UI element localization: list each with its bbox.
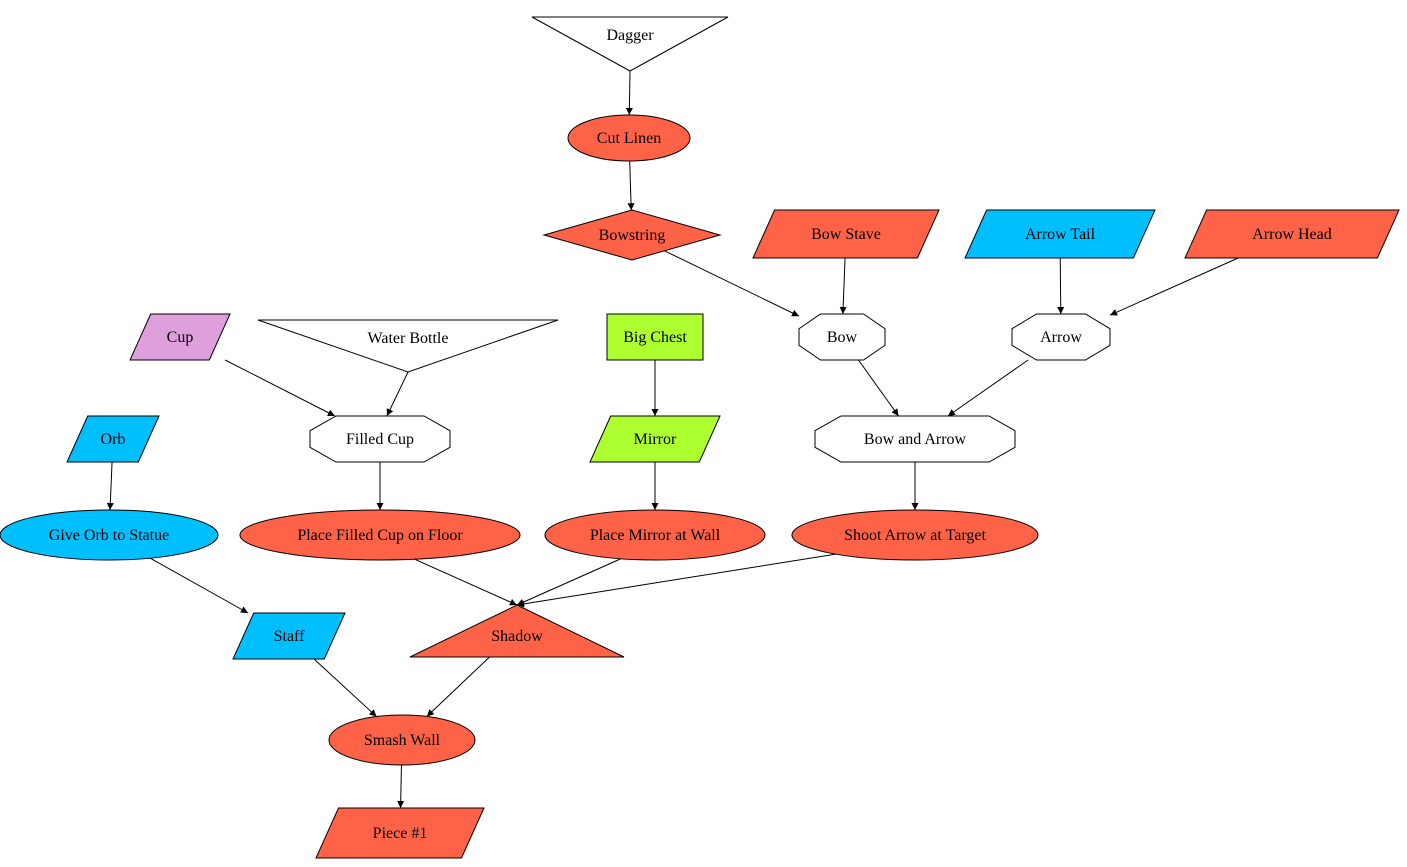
edge-orb-to-give-orb-to-statue xyxy=(106,461,114,511)
arrow-head-shape xyxy=(1184,209,1400,259)
node-staff: Staff xyxy=(232,612,346,660)
node-arrow-head: Arrow Head xyxy=(1184,209,1400,259)
arrow-tail-shape xyxy=(964,209,1156,259)
node-label-big-chest: Big Chest xyxy=(623,329,687,346)
node-place-mirror-at-wall: Place Mirror at Wall xyxy=(544,509,766,561)
filled-cup-shape xyxy=(309,415,451,463)
node-label-piece-1: Piece #1 xyxy=(373,825,428,842)
node-label-place-filled-cup-on-floor: Place Filled Cup on Floor xyxy=(297,527,463,544)
node-give-orb-to-statue: Give Orb to Statue xyxy=(0,509,219,561)
node-bow: Bow xyxy=(798,313,886,361)
cup-shape xyxy=(129,313,231,361)
edge-bowstring-to-bow xyxy=(664,250,800,317)
node-label-arrow: Arrow xyxy=(1040,329,1082,346)
water-bottle-shape xyxy=(257,319,559,373)
shadow-shape xyxy=(409,604,625,658)
node-label-bow: Bow xyxy=(827,329,858,346)
bow-shape xyxy=(798,313,886,361)
node-label-dagger: Dagger xyxy=(606,27,654,44)
node-label-smash-wall: Smash Wall xyxy=(364,732,441,749)
edge-shoot-arrow-at-target-to-shadow xyxy=(516,553,836,608)
node-label-staff: Staff xyxy=(274,628,305,645)
node-water-bottle: Water Bottle xyxy=(257,319,559,373)
node-mirror: Mirror xyxy=(589,415,721,463)
node-label-arrow-head: Arrow Head xyxy=(1252,226,1332,243)
place-mirror-at-wall-shape xyxy=(544,509,766,561)
bowstring-shape xyxy=(542,209,722,261)
give-orb-to-statue-shape xyxy=(0,509,219,561)
node-label-mirror: Mirror xyxy=(634,431,677,448)
node-cut-linen: Cut Linen xyxy=(567,114,691,162)
edge-bow-to-bow-and-arrow xyxy=(858,359,899,417)
big-chest-shape xyxy=(606,313,704,361)
cut-linen-shape xyxy=(567,114,691,162)
node-label-bowstring: Bowstring xyxy=(599,227,666,244)
bow-and-arrow-shape xyxy=(814,415,1016,463)
piece-1-shape xyxy=(315,807,485,859)
shoot-arrow-at-target-shape xyxy=(791,509,1039,561)
edge-cut-linen-to-bowstring xyxy=(627,160,635,211)
arrow-shape xyxy=(1011,313,1111,361)
node-label-give-orb-to-statue: Give Orb to Statue xyxy=(49,527,169,544)
node-orb: Orb xyxy=(66,415,160,463)
node-shoot-arrow-at-target: Shoot Arrow at Target xyxy=(791,509,1039,561)
staff-shape xyxy=(232,612,346,660)
edge-bow-stave-to-bow xyxy=(839,257,847,315)
node-cup: Cup xyxy=(129,313,231,361)
node-label-water-bottle: Water Bottle xyxy=(368,330,449,347)
node-big-chest: Big Chest xyxy=(606,313,704,361)
node-dagger: Dagger xyxy=(531,16,729,72)
node-arrow: Arrow xyxy=(1011,313,1111,361)
edge-shadow-to-smash-wall xyxy=(426,656,490,717)
node-bow-stave: Bow Stave xyxy=(752,209,940,259)
node-label-cut-linen: Cut Linen xyxy=(597,130,661,147)
node-piece-1: Piece #1 xyxy=(315,807,485,859)
node-smash-wall: Smash Wall xyxy=(328,714,476,766)
edge-staff-to-smash-wall xyxy=(313,658,377,717)
dagger-shape xyxy=(531,16,729,72)
orb-shape xyxy=(66,415,160,463)
smash-wall-shape xyxy=(328,714,476,766)
node-bow-and-arrow: Bow and Arrow xyxy=(814,415,1016,463)
node-label-shoot-arrow-at-target: Shoot Arrow at Target xyxy=(844,527,986,544)
node-label-shadow: Shadow xyxy=(491,628,543,645)
node-label-cup: Cup xyxy=(167,329,194,346)
node-shadow: Shadow xyxy=(409,604,625,658)
edge-place-filled-cup-on-floor-to-shadow xyxy=(414,558,518,606)
node-filled-cup: Filled Cup xyxy=(309,415,451,463)
node-label-bow-and-arrow: Bow and Arrow xyxy=(864,431,967,448)
mirror-shape xyxy=(589,415,721,463)
edges-layer xyxy=(106,70,1239,809)
edge-give-orb-to-statue-to-staff xyxy=(149,557,249,614)
node-arrow-tail: Arrow Tail xyxy=(964,209,1156,259)
node-label-filled-cup: Filled Cup xyxy=(346,431,414,448)
node-label-orb: Orb xyxy=(101,431,126,448)
edge-arrow-to-bow-and-arrow xyxy=(947,359,1029,417)
edge-place-mirror-at-wall-to-shadow xyxy=(516,558,622,606)
edge-dagger-to-cut-linen xyxy=(625,70,633,116)
node-label-bow-stave: Bow Stave xyxy=(811,226,881,243)
bow-stave-shape xyxy=(752,209,940,259)
edge-water-bottle-to-filled-cup xyxy=(386,371,409,417)
edge-smash-wall-to-piece-1 xyxy=(397,764,405,809)
node-bowstring: Bowstring xyxy=(542,209,722,261)
edge-cup-to-filled-cup xyxy=(224,359,336,417)
node-label-arrow-tail: Arrow Tail xyxy=(1025,226,1096,243)
edge-arrow-tail-to-arrow xyxy=(1057,257,1065,315)
node-label-place-mirror-at-wall: Place Mirror at Wall xyxy=(590,527,721,544)
edge-arrow-head-to-arrow xyxy=(1109,257,1239,316)
node-place-filled-cup-on-floor: Place Filled Cup on Floor xyxy=(239,509,521,561)
place-filled-cup-on-floor-shape xyxy=(239,509,521,561)
